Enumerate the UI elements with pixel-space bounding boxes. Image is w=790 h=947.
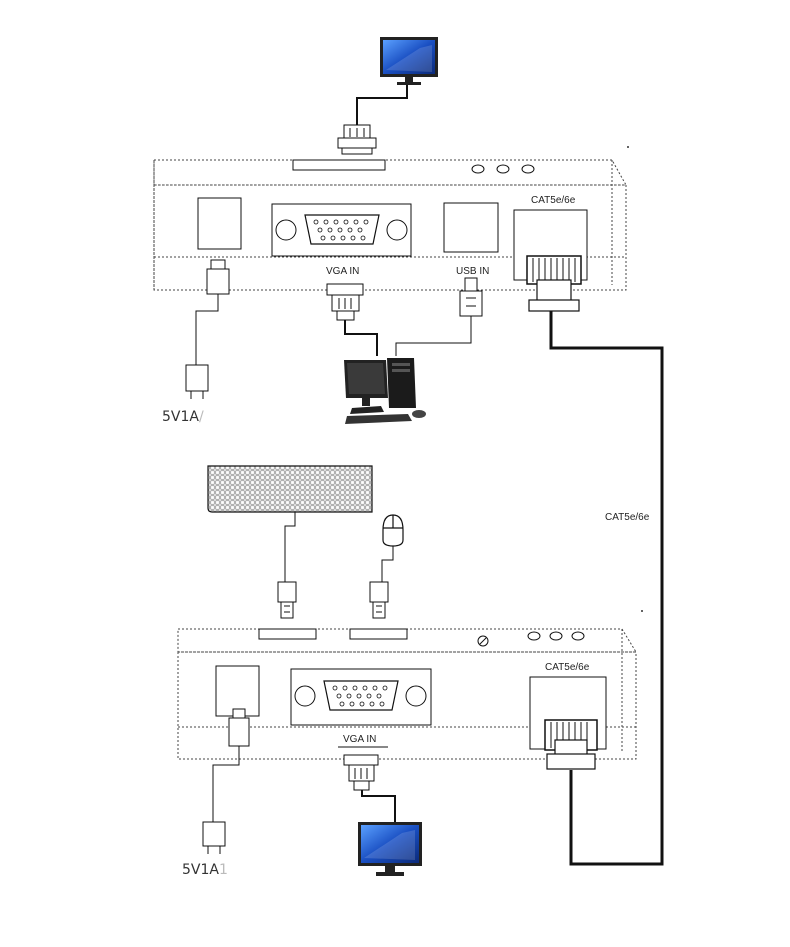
keyboard-cable [284,512,296,582]
cat-cable [549,311,664,866]
receiver-unit: CAT5e/6e VGA IN [177,628,637,760]
led-indicators [471,164,535,174]
mouse-icon [382,514,404,547]
cable-label: CAT5e/6e [605,512,650,523]
vga-plug-icon [343,754,379,791]
computer-icon [344,358,426,424]
monitor-icon [380,37,438,85]
usb-port [443,202,499,253]
reset-screw [477,635,489,647]
led-indicators [527,631,585,641]
transmitter-unit: CAT5e/6e VGA IN USB IN [153,159,627,291]
usb-plug-icon [369,581,389,619]
usb-plug-icon [459,277,483,317]
mouse-cable [381,546,394,582]
power-port [215,665,260,717]
keyboard-icon [207,465,373,513]
monitor-icon [358,822,422,876]
vga-cable [361,790,396,822]
vga-cable [344,320,378,356]
usb-cable [395,316,472,356]
usb-plug-icon [277,581,297,619]
vga-cable [356,85,408,125]
transmitter-power-label: 5V1A/ [162,409,204,425]
transmitter-usb-label: USB IN [456,266,489,277]
receiver-cat-label: CAT5e/6e [545,662,590,673]
transmitter-vga-label: VGA IN [326,266,359,277]
transmitter-cat-label: CAT5e/6e [531,195,576,206]
vga-port [271,203,412,257]
rj45-plug-icon [544,719,598,770]
power-plug-icon [202,708,250,854]
vga-plug-icon [326,283,364,321]
power-port [197,197,242,250]
receiver-vga-label: VGA IN [343,734,376,745]
receiver-power-label: 5V1A1 [182,862,228,878]
vga-port [290,668,432,726]
power-plug-icon [185,259,230,399]
vga-plug-icon [337,124,377,155]
rj45-plug-icon [526,255,582,312]
